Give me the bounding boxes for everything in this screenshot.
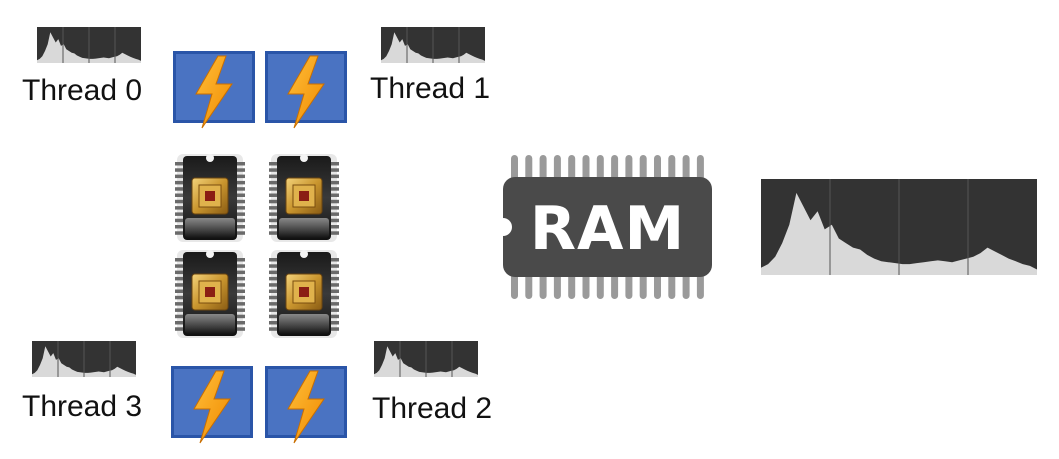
histogram-icon-thread-0 bbox=[37, 27, 141, 63]
histogram-icon-thread-2 bbox=[374, 341, 478, 377]
processor-chip-icon-tr bbox=[269, 154, 339, 242]
histogram-icon-combined bbox=[761, 179, 1037, 275]
histogram-icon-thread-3 bbox=[32, 341, 136, 377]
histogram-icon-thread-1 bbox=[381, 27, 485, 63]
thread-1-label: Thread 1 bbox=[370, 72, 491, 105]
ram-chip-icon: RAM bbox=[494, 155, 714, 299]
ram-label: RAM bbox=[529, 194, 686, 264]
thread-2-label: Thread 2 bbox=[372, 392, 493, 425]
cpu-core-icon-0 bbox=[173, 51, 255, 129]
cpu-core-icon-1 bbox=[265, 51, 347, 129]
lightning-bolt-icon bbox=[195, 55, 233, 129]
lightning-bolt-icon bbox=[193, 370, 231, 444]
processor-chip-icon-bl bbox=[175, 250, 245, 338]
cpu-core-icon-2 bbox=[265, 366, 347, 444]
lightning-bolt-icon bbox=[287, 370, 325, 444]
thread-0-label: Thread 0 bbox=[22, 74, 143, 107]
ram-chip-graphic bbox=[494, 155, 712, 299]
thread-3-label: Thread 3 bbox=[22, 390, 143, 423]
lightning-bolt-icon bbox=[287, 55, 325, 129]
processor-chip-icon-br bbox=[269, 250, 339, 338]
processor-chip-icon-tl bbox=[175, 154, 245, 242]
cpu-core-icon-3 bbox=[171, 366, 253, 444]
